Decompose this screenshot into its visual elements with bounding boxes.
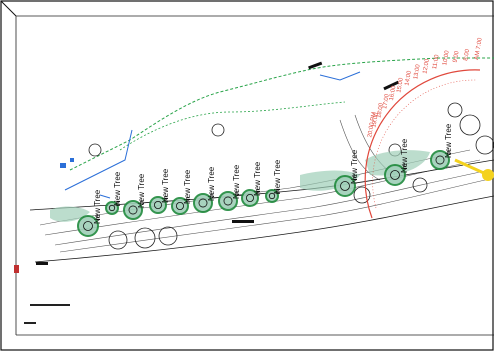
site-boundary-inner: [119, 101, 346, 151]
new-tree-tag: E: [210, 194, 214, 200]
sun-hour-labels: AM 7:008:009:0010:0011:0012:0013:0014:00…: [367, 37, 484, 138]
sun-hour-label: 16:00: [389, 85, 398, 101]
sun-hour-label: 10:00: [442, 49, 451, 65]
sun-icon: [482, 169, 494, 181]
new-tree-label: New Tree: [207, 166, 216, 201]
sun-ray: [454, 158, 487, 176]
blue-marker-small: [70, 158, 74, 162]
existing-trees: [88, 102, 494, 250]
sun-hour-label: 12:00: [422, 58, 431, 74]
sun-hour-label: AM 7:00: [474, 37, 484, 61]
black-bars: [36, 61, 400, 265]
new-tree-tag: E: [256, 190, 260, 196]
new-tree-label: New Tree: [113, 171, 122, 206]
small-annotations: [24, 304, 70, 324]
new-tree-label: New Tree: [137, 173, 146, 208]
red-marker: [14, 265, 19, 273]
new-tree-label: New Tree: [350, 149, 359, 184]
new-tree-tag: E: [186, 198, 190, 204]
sun-hour-label: 18:00: [376, 102, 385, 118]
sun-hour-label: 9:00: [453, 50, 461, 63]
new-tree-tag: E: [116, 202, 120, 208]
shade-areas: [50, 150, 430, 222]
sun-hour-label: 11:00: [432, 54, 441, 70]
blue-marker: [60, 163, 66, 168]
new-tree-label: New Tree: [161, 168, 170, 203]
new-tree-tag: E: [353, 176, 357, 182]
sun-hour-label: 8:00: [463, 48, 471, 61]
new-tree-tag: E: [447, 151, 451, 157]
new-tree-tag: E: [164, 197, 168, 203]
sun-hour-label: 19:00: [371, 112, 380, 128]
new-tree-label: New Tree: [93, 189, 102, 224]
site-boundary-line: [69, 57, 494, 171]
road-edge: [29, 159, 494, 263]
blue-path: [64, 71, 361, 199]
new-tree-tag: E: [96, 216, 100, 222]
new-tree-label: New Tree: [253, 161, 262, 196]
new-tree-label: New Tree: [444, 123, 453, 158]
new-tree-tag: E: [235, 192, 239, 198]
new-tree-label: New Tree: [400, 138, 409, 173]
sun-hour-label: 20:00 PM: [367, 112, 377, 138]
sun-path-inner: [372, 79, 477, 209]
new-tree-label: New Tree: [273, 159, 282, 194]
new-tree-tag: E: [140, 201, 144, 207]
sun-hour-label: 13:00: [413, 63, 422, 79]
sun-hour-label: 14:00: [404, 70, 413, 86]
new-tree-tag: E: [403, 165, 407, 171]
new-tree-label: New Tree: [183, 169, 192, 204]
sun-hour-label: 17:00: [382, 93, 391, 109]
new-tree-label: New Tree: [232, 164, 241, 199]
corner-mark: [0, 0, 17, 17]
new-tree-tag: E: [276, 190, 280, 196]
sun-hour-label: 15:00: [396, 77, 405, 93]
sun-path-arc: [364, 69, 481, 219]
